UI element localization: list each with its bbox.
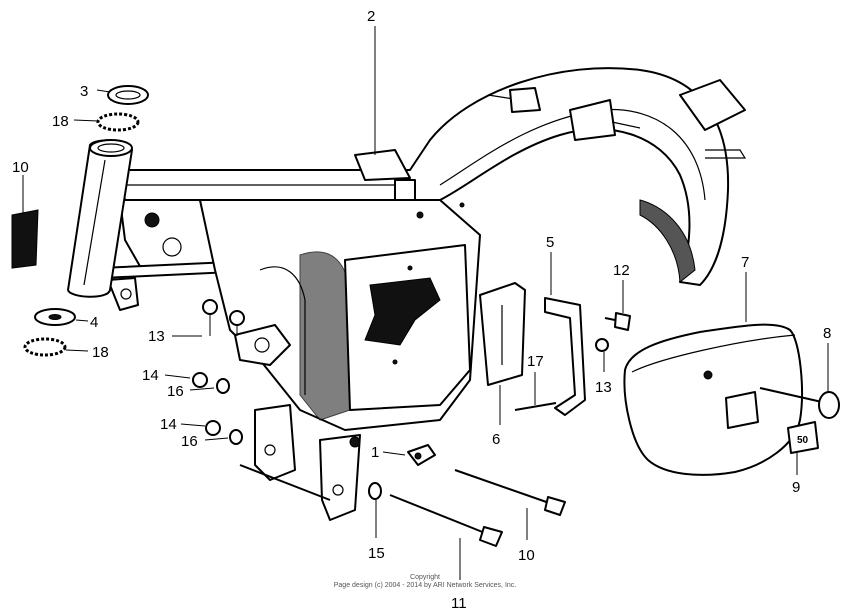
upper-steel-balls: [96, 112, 140, 132]
callout-14-lower: 14: [160, 416, 177, 433]
callout-16-lower: 16: [181, 433, 198, 450]
battery-stay-plate: [479, 282, 526, 386]
battery-bracket: [514, 297, 586, 416]
callout-7: 7: [741, 254, 749, 271]
callout-11: 11: [451, 595, 467, 612]
tool-box-cover: [623, 323, 803, 476]
copyright-line-2: Page design (c) 2004 - 2014 by ARI Netwo…: [333, 582, 517, 589]
callout-18-bottom: 18: [92, 344, 109, 361]
lower-steel-balls: [23, 337, 67, 357]
callout-5: 5: [546, 234, 554, 251]
tool-box-knob: [759, 387, 840, 419]
steering-race-cap: [107, 85, 149, 105]
callout-9: 9: [792, 479, 800, 496]
callout-1: 1: [371, 444, 379, 461]
copyright-line-1: Copyright: [410, 574, 440, 581]
callout-6: 6: [492, 431, 500, 448]
nut-13-right: [595, 338, 609, 352]
nuts-and-washers: [192, 372, 243, 445]
callout-14-upper: 14: [142, 367, 159, 384]
emblem-label: 50: [797, 435, 809, 446]
bolt-12: [604, 312, 631, 331]
main-frame: [99, 67, 747, 521]
callout-labels: 2 3 18 10 4 18 13 14 16 14 16 1 15 11 10…: [12, 8, 831, 612]
callout-3: 3: [80, 83, 88, 100]
callout-8: 8: [823, 325, 831, 342]
leader-lines: [22, 26, 829, 580]
callout-12: 12: [613, 262, 630, 279]
long-bolts: [389, 469, 566, 547]
lower-race-washer: [34, 308, 76, 326]
frame-number-plate: [11, 209, 39, 269]
callout-13-left: 13: [148, 328, 165, 345]
nuts-13-left: [202, 299, 245, 326]
cable-clamp: [407, 444, 436, 466]
callout-2: 2: [367, 8, 375, 25]
callout-10-left: 10: [12, 159, 29, 176]
callout-16-upper: 16: [167, 383, 184, 400]
callout-17: 17: [527, 353, 544, 370]
callout-15: 15: [368, 545, 385, 562]
callout-4: 4: [90, 314, 98, 331]
cc-emblem: 50: [787, 421, 819, 454]
callout-18-top: 18: [52, 113, 69, 130]
callout-13-right: 13: [595, 379, 612, 396]
washer-15: [368, 482, 382, 500]
steering-head-tube: [67, 139, 133, 298]
callout-10-bottom: 10: [518, 547, 535, 564]
